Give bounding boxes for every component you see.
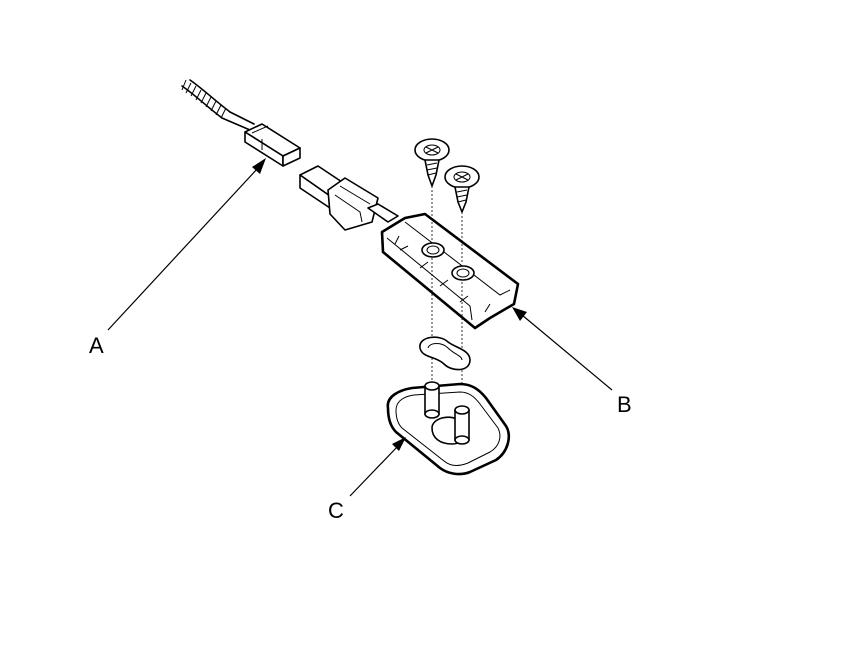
leader-a — [107, 158, 266, 331]
gasket — [419, 336, 471, 371]
callout-label-b: B — [617, 392, 632, 417]
callout-label-a: A — [89, 333, 104, 358]
connector-b-housing — [327, 177, 399, 231]
sensor-module-b — [380, 212, 520, 330]
leader-b — [512, 307, 613, 391]
callout-label-c: C — [328, 498, 344, 523]
wire-harness — [181, 79, 255, 131]
leader-c — [349, 437, 406, 497]
screw-1 — [414, 138, 450, 187]
screw-2 — [444, 165, 480, 213]
mounting-base-c — [386, 381, 510, 476]
connector-a — [244, 123, 301, 167]
